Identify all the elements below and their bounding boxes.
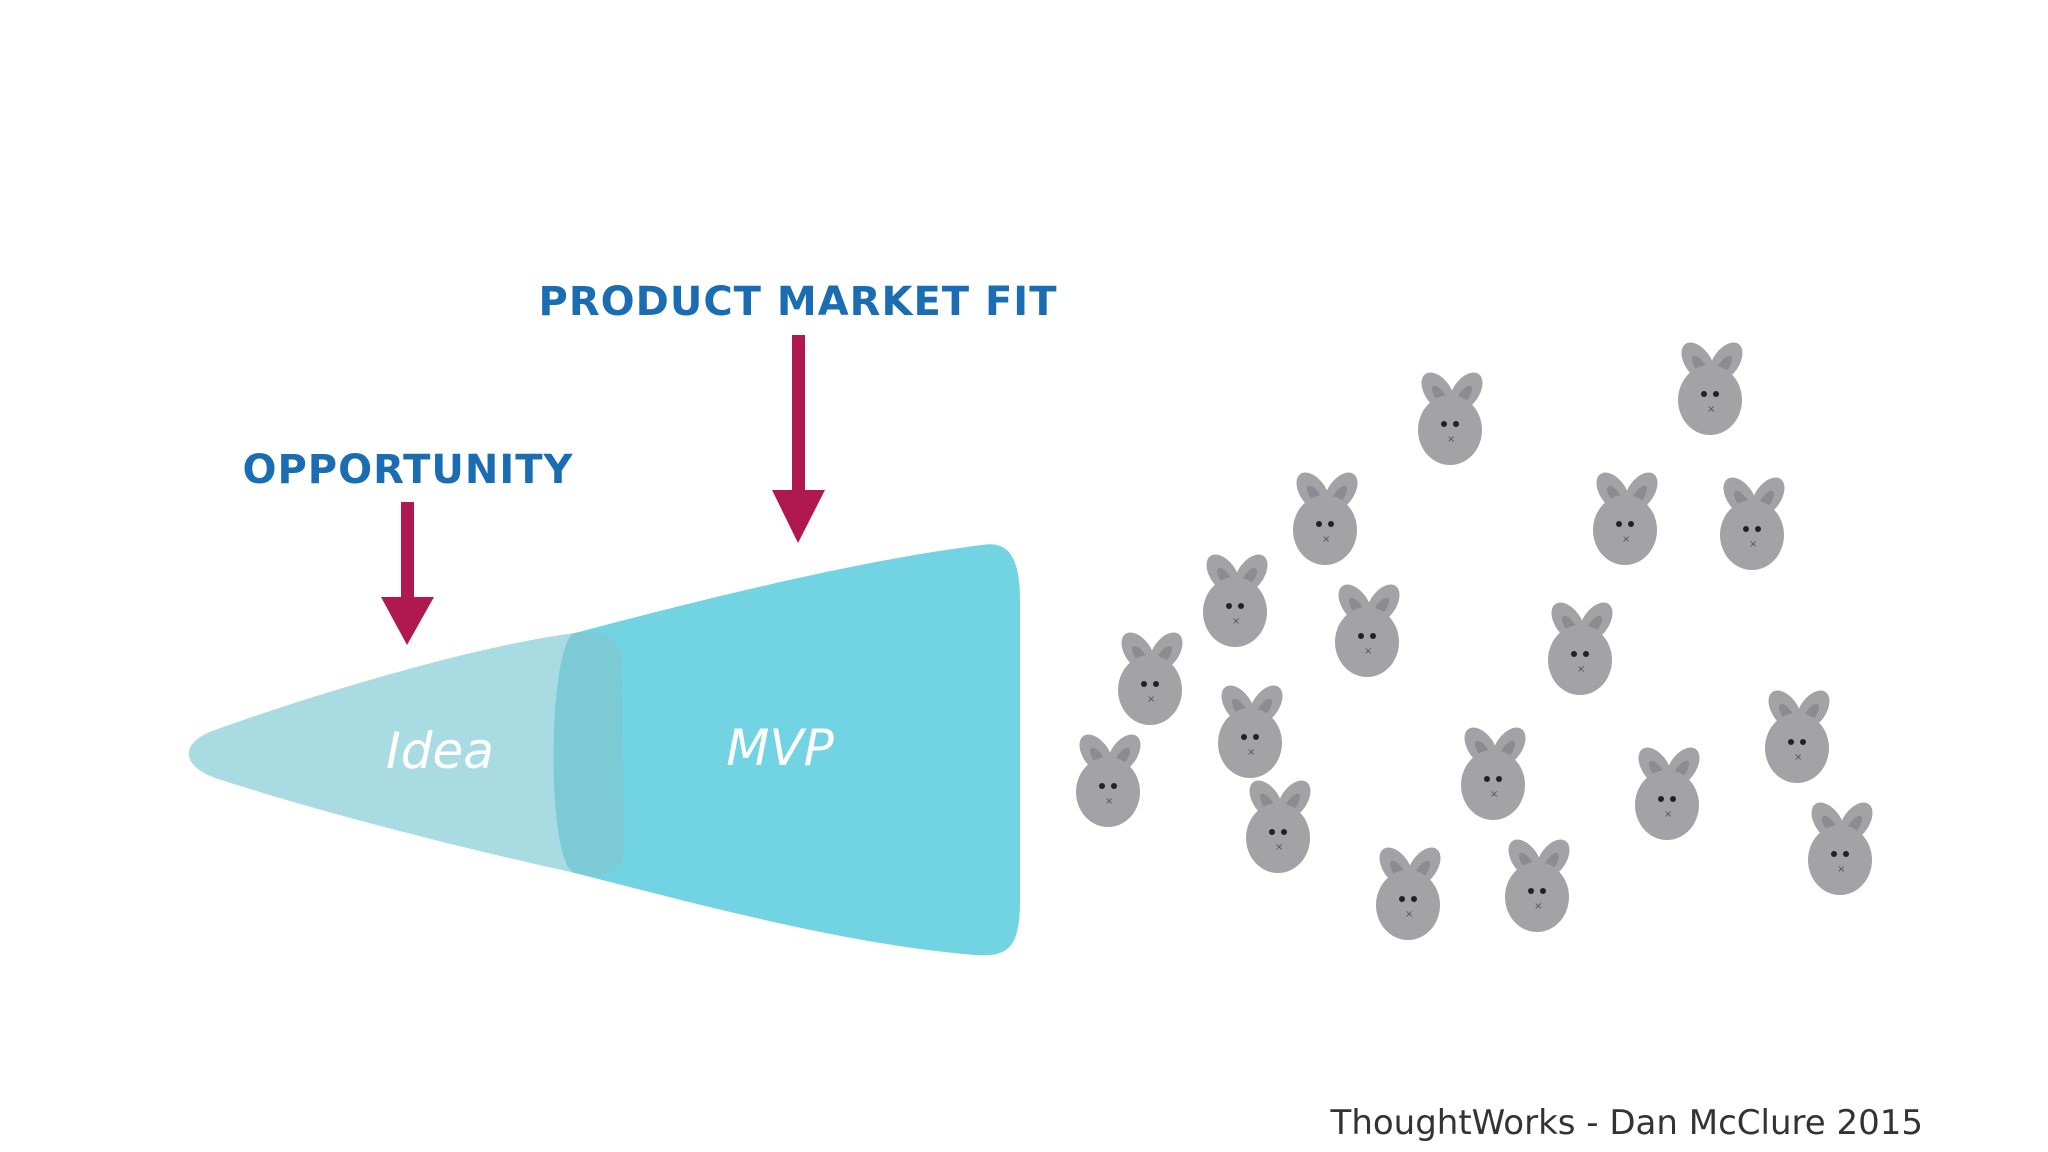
svg-text:×: ×: [1837, 864, 1845, 875]
bunny-icon: ×: [1678, 342, 1743, 435]
overlap-shape: [553, 631, 624, 876]
svg-text:×: ×: [1447, 434, 1455, 445]
credit-text: ThoughtWorks - Dan McClure 2015: [1330, 1103, 1923, 1143]
bunny-icon: ×: [1203, 554, 1268, 647]
svg-text:×: ×: [1707, 404, 1715, 415]
svg-text:×: ×: [1322, 534, 1330, 545]
bunny-icon: ×: [1461, 727, 1526, 820]
mvp-shape: [553, 544, 1020, 956]
bunny-icon: ×: [1765, 690, 1830, 783]
bunny-icon: ×: [1593, 472, 1658, 565]
svg-text:×: ×: [1534, 901, 1542, 912]
svg-text:×: ×: [1232, 616, 1240, 627]
svg-text:×: ×: [1247, 747, 1255, 758]
bunny-icon: ×: [1376, 847, 1441, 940]
down-arrow-icon: [381, 502, 434, 645]
bunny-icon: ×: [1720, 477, 1785, 570]
bunny-icon: ×: [1335, 584, 1400, 677]
bunny-icon: ×: [1418, 372, 1483, 465]
svg-text:×: ×: [1622, 534, 1630, 545]
bunny-icon: ×: [1635, 747, 1700, 840]
bunny-icon: ×: [1246, 780, 1311, 873]
svg-text:×: ×: [1147, 694, 1155, 705]
opportunity-label: OPPORTUNITY: [242, 447, 573, 493]
svg-text:×: ×: [1577, 664, 1585, 675]
idea-shape: [188, 633, 575, 873]
bunny-group: × × × × × × × × × × × × × × × × × ×: [1076, 342, 1873, 940]
bunny-icon: ×: [1218, 685, 1283, 778]
bunny-icon: ×: [1505, 839, 1570, 932]
product-market-fit-label: PRODUCT MARKET FIT: [539, 279, 1058, 325]
mvp-label: MVP: [726, 719, 834, 777]
svg-text:×: ×: [1794, 752, 1802, 763]
svg-text:×: ×: [1405, 909, 1413, 920]
bunny-icon: ×: [1293, 472, 1358, 565]
svg-text:×: ×: [1275, 842, 1283, 853]
bunny-icon: ×: [1548, 602, 1613, 695]
down-arrow-icon: [772, 335, 825, 543]
svg-text:×: ×: [1105, 796, 1113, 807]
svg-text:×: ×: [1364, 646, 1372, 657]
svg-text:×: ×: [1490, 789, 1498, 800]
bunny-icon: ×: [1076, 734, 1141, 827]
bunny-icon: ×: [1118, 632, 1183, 725]
idea-label: Idea: [386, 722, 494, 780]
svg-text:×: ×: [1749, 539, 1757, 550]
svg-text:×: ×: [1664, 809, 1672, 820]
bunny-icon: ×: [1808, 802, 1873, 895]
